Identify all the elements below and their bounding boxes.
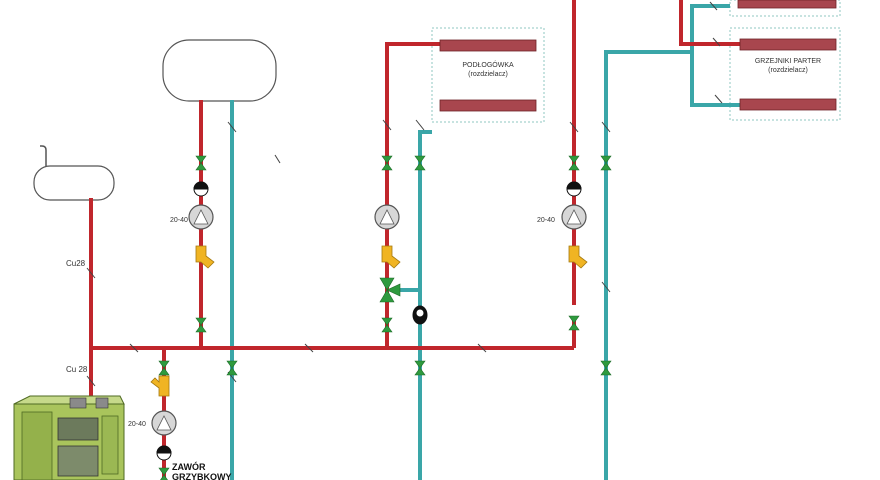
manifold-bar-floor-supply xyxy=(439,39,537,52)
valve-label-line2: GRZYBKOWY xyxy=(172,472,232,480)
y-strainer-icon xyxy=(381,245,401,269)
pump-label-boiler: 20-40 xyxy=(128,421,146,428)
gauge-icon xyxy=(193,181,209,197)
gauge-icon xyxy=(566,181,582,197)
y-strainer-icon xyxy=(568,245,588,269)
circle-pump-icon xyxy=(561,204,587,230)
circle-pump-icon xyxy=(374,204,400,230)
manifold-bar-ground-supply xyxy=(739,38,837,51)
manifold-bar-floor-return xyxy=(439,99,537,112)
manifold-box-floor xyxy=(431,27,545,123)
bowtie-valve-icon xyxy=(600,155,612,171)
bowtie-valve-icon xyxy=(381,317,393,333)
circle-pump-icon xyxy=(151,410,177,436)
supply-pipe-floor xyxy=(385,42,440,348)
pipe-slash-markers xyxy=(86,1,723,387)
gauge-icon xyxy=(412,305,428,325)
circle-pump-icon xyxy=(188,204,214,230)
bowtie-valve-icon xyxy=(414,360,426,376)
manifold-box-ground xyxy=(729,27,841,121)
bowtie-valve-icon xyxy=(226,360,238,376)
pump-label-tank: 20-40 xyxy=(170,217,188,224)
boiler xyxy=(13,395,125,480)
bowtie-valve-icon xyxy=(158,467,170,480)
bowtie-valve-icon xyxy=(195,155,207,171)
return-pipe-ground-upper xyxy=(690,4,730,52)
return-pipe-ground xyxy=(604,50,740,480)
hot-water-tank xyxy=(33,165,115,201)
gauge-icon xyxy=(156,445,172,461)
gauges xyxy=(156,181,582,461)
manifold-floor-subtitle: (rozdzielacz) xyxy=(468,71,508,78)
bowtie-valve-icon xyxy=(414,155,426,171)
manifold-floor-title: PODŁOGÓWKA xyxy=(462,60,514,69)
manifold-ground-title: GRZEJNIKI PARTER xyxy=(755,58,821,65)
bowtie-valve-icon xyxy=(195,317,207,333)
pump-label-ground: 20-40 xyxy=(537,217,555,224)
bowtie-valve-icon xyxy=(600,360,612,376)
pipe-label-cu28-lower: Cu 28 xyxy=(66,365,88,374)
bowtie-valve-icon xyxy=(568,155,580,171)
supply-pipe-ground-manifold xyxy=(679,0,740,46)
expansion-tank xyxy=(162,39,277,102)
pipe-label-cu28-upper: Cu28 xyxy=(66,259,86,268)
ball-valves xyxy=(158,155,612,480)
three-way-valve-icon xyxy=(379,277,401,303)
bowtie-valve-icon xyxy=(381,155,393,171)
manifold-bar-upper xyxy=(737,0,837,9)
valve-label-line1: ZAWÓR xyxy=(172,461,206,472)
filters xyxy=(150,245,588,397)
bowtie-valve-icon xyxy=(568,315,580,331)
manifold-bar-ground-return xyxy=(739,98,837,111)
tank-vent-pipe xyxy=(40,145,47,166)
bowtie-valve-icon xyxy=(158,360,170,376)
y-strainer-icon xyxy=(150,375,170,397)
manifold-ground-subtitle: (rozdzielacz) xyxy=(768,67,808,74)
y-strainer-icon xyxy=(195,245,215,269)
pumps xyxy=(151,204,587,436)
manifold-bars xyxy=(439,0,837,112)
